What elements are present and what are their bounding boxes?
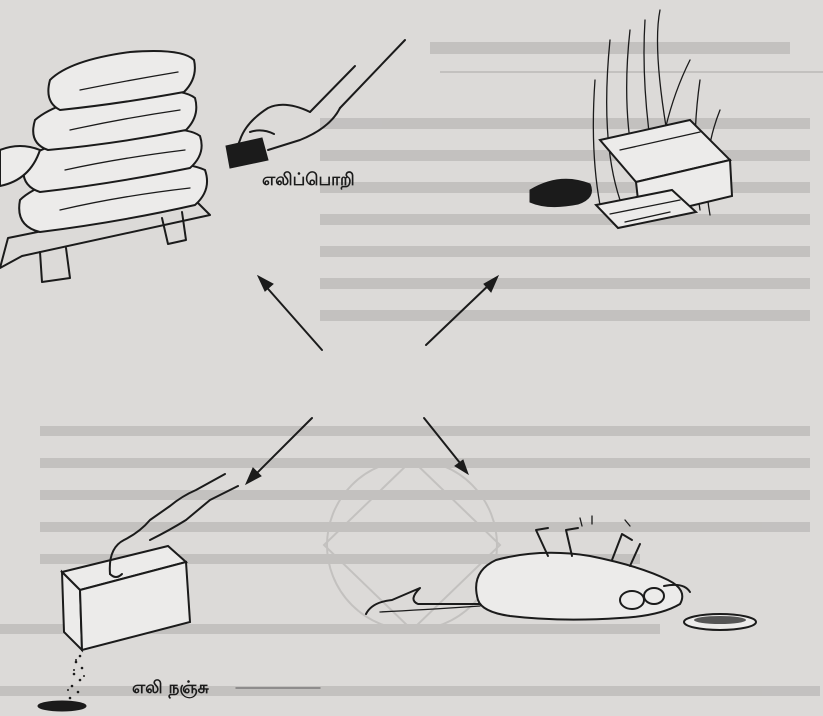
rat-trap-label: எலிப்பொறி [262, 170, 355, 192]
hand-with-trap-illustration [226, 40, 405, 168]
poison-box-illustration [38, 474, 238, 711]
arrow-up-left [258, 276, 322, 350]
dead-rat-illustration [366, 516, 756, 630]
rat-poison-label: எலி நஞ்சு [132, 678, 209, 700]
grain-sacks-illustration [0, 51, 210, 282]
